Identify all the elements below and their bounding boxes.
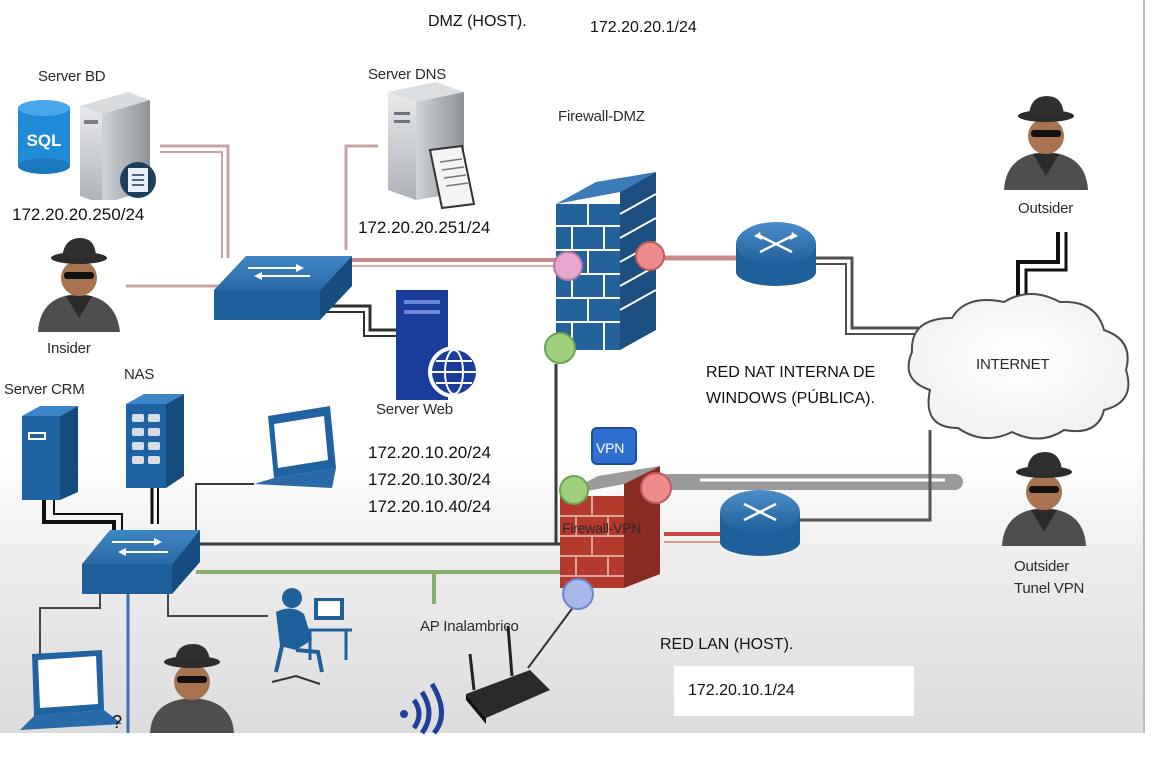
insider-label: Insider [47,340,91,357]
link-routervpn-internet [800,430,932,522]
fwvpn-port-red [640,472,672,504]
fwvpn-port-green [559,475,589,505]
nas-label: NAS [124,366,155,383]
dmz-zone-label: DMZ (HOST). [428,13,527,30]
link-switch-web [322,304,396,332]
link-serverbd-switch [160,144,230,258]
insider-figure-icon [38,238,120,332]
server-bd-label: Server BD [38,68,106,85]
server-crm-icon [22,406,78,500]
user-workstation-icon [271,588,352,685]
hacker-bottom-figure-icon [150,644,234,733]
fwdmz-port-pink [553,251,583,281]
svg-text:?: ? [112,712,122,732]
server-web-label: Server Web [376,401,453,418]
link-router-internet [812,256,930,330]
lan-gateway-address: 172.20.10.1/24 [688,682,795,699]
ap-router-icon [466,625,550,724]
outsider-vpn-label-line2: Tunel VPN [1014,580,1085,597]
dmz-switch-icon [214,256,352,320]
router-dmz-icon [736,222,816,286]
nat-zone-label-line2: WINDOWS (PÚBLICA). [706,390,875,407]
router-vpn-icon [720,490,800,556]
firewall-vpn-label: Firewall-VPN [562,520,642,536]
outsider-label: Outsider [1018,200,1074,217]
ap-label: AP Inalambrico [420,618,519,635]
server-dns-label: Server DNS [368,66,447,83]
server-bd-address: 172.20.20.250/24 [12,205,145,224]
outsider-vpn-figure-icon [1002,452,1086,546]
nas-icon [126,394,184,488]
link-dns-switch [344,144,378,250]
internet-cloud-icon [907,293,1130,440]
fwdmz-port-green [544,332,576,364]
lan-host-address-1: 172.20.10.20/24 [368,443,491,462]
server-bd-icon: SQL [18,92,156,204]
link-fwvpn-ap [527,605,575,669]
server-dns-address: 172.20.20.251/24 [358,218,491,237]
image-edge [1143,0,1145,733]
wifi-signal-icon [400,682,444,735]
lan-gateway-box [674,666,914,716]
dmz-gateway-address: 172.20.20.1/24 [590,19,697,36]
lan-switch-icon [82,530,200,594]
lan-zone-label: RED LAN (HOST). [660,636,794,653]
laptop-bottom-icon: ? [20,650,122,732]
lan-host-address-3: 172.20.10.40/24 [368,497,491,516]
link-laptop-lan [195,483,254,538]
firewall-dmz-label: Firewall-DMZ [558,108,645,125]
server-web-icon [396,290,480,400]
sql-label: SQL [27,131,62,150]
firewall-vpn-icon [560,427,660,588]
outsider-vpn-label-line1: Outsider [1014,558,1070,575]
outsider-figure-icon [1004,96,1088,190]
internet-label: INTERNET [976,356,1050,373]
fwdmz-port-red [635,241,665,271]
lan-host-address-2: 172.20.10.30/24 [368,470,491,489]
fwvpn-port-blue [562,578,594,610]
link-outsider-internet [1016,232,1060,306]
server-dns-icon [388,82,476,210]
links [39,144,1068,733]
vpn-badge-label: VPN [596,440,625,456]
laptop-icon [254,406,336,488]
nat-zone-label-line1: RED NAT INTERNA DE [706,364,876,381]
server-crm-label: Server CRM [4,381,85,398]
